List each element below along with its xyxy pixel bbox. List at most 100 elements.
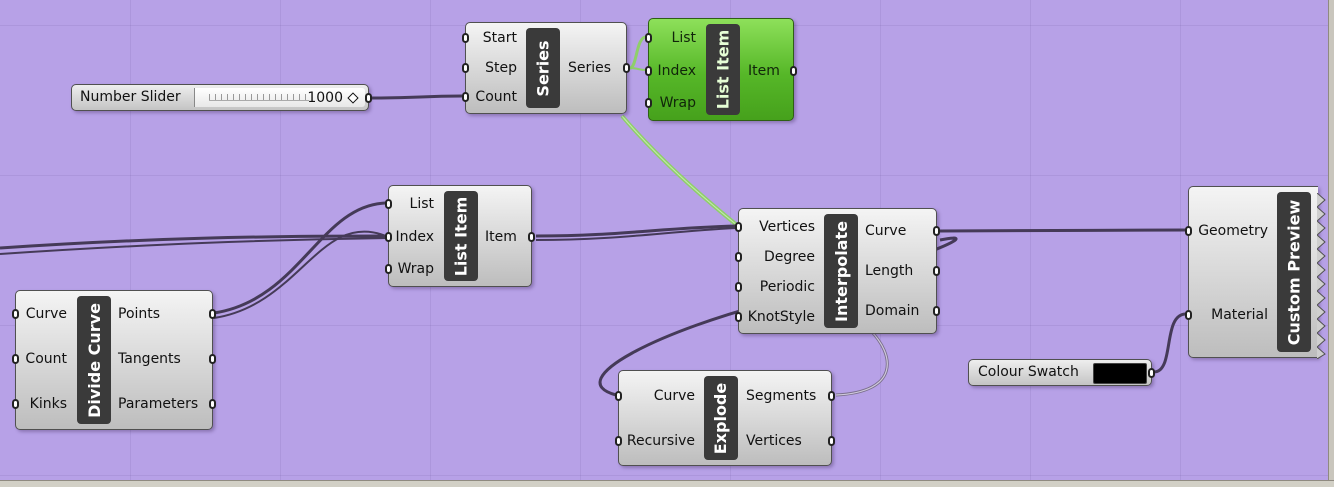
interpolate-component[interactable]: Vertices Degree Periodic KnotStyle Inter… (735, 208, 940, 334)
explode-input-grip-recursive[interactable] (615, 436, 622, 446)
divide-curve-input-kinks: Kinks (29, 396, 67, 412)
list-item-mid-input-list: List (409, 196, 434, 212)
slider-handle-diamond-icon[interactable] (347, 92, 359, 104)
custom-preview-input-geometry: Geometry (1198, 223, 1268, 239)
wire-left-to-listitem-index (0, 234, 387, 250)
list-item-mid-nickname: List Item (444, 191, 478, 281)
divide-curve-component[interactable]: Curve Count Kinks Divide Curve Points Ta… (12, 290, 216, 430)
wire-swatch-to-material (1153, 312, 1187, 374)
series-input-step: Step (485, 60, 517, 76)
wire-slider-to-series (371, 94, 463, 100)
list-item-mid-output-item: Item (485, 229, 517, 245)
canvas-bottom-bar (0, 480, 1334, 487)
list-item-mid-input-index: Index (395, 229, 434, 245)
interpolate-output-grip-curve[interactable] (933, 226, 940, 236)
divide-curve-output-grip-points[interactable] (209, 309, 216, 319)
divide-curve-input-grip-count[interactable] (12, 354, 19, 364)
explode-output-segments: Segments (746, 388, 817, 404)
explode-nickname: Explode (704, 376, 738, 460)
divide-curve-nickname: Divide Curve (77, 296, 111, 424)
custom-preview-input-grip-geometry[interactable] (1185, 226, 1192, 236)
explode-input-recursive: Recursive (626, 433, 695, 449)
wire-series-to-interpolate (620, 114, 740, 228)
series-input-grip-count[interactable] (462, 92, 469, 102)
series-output-grip[interactable] (623, 63, 630, 73)
series-input-grip-start[interactable] (462, 33, 469, 43)
custom-preview-input-grip-material[interactable] (1185, 310, 1192, 320)
list-item-top-input-grip-index[interactable] (645, 66, 652, 76)
divide-curve-input-count: Count (25, 351, 67, 367)
colour-swatch-name: Colour Swatch (978, 364, 1079, 380)
explode-output-grip-vertices[interactable] (828, 436, 835, 446)
number-slider-value: 1000 (307, 90, 343, 106)
canvas-right-edge (1328, 0, 1334, 480)
colour-swatch-color-box[interactable] (1093, 363, 1147, 384)
wire-points-to-listitem (213, 201, 387, 315)
list-item-top-component[interactable]: List Index Wrap List Item Item (645, 18, 797, 121)
divide-curve-output-points: Points (118, 306, 161, 322)
interpolate-input-grip-periodic[interactable] (735, 282, 742, 292)
interpolate-input-knotstyle: KnotStyle (747, 309, 815, 325)
list-item-top-output-grip[interactable] (790, 66, 797, 76)
list-item-top-input-grip-wrap[interactable] (645, 98, 652, 108)
series-input-count: Count (475, 89, 517, 105)
interpolate-nickname: Interpolate (824, 214, 858, 328)
series-component[interactable]: Start Step Count Series Series (462, 22, 630, 114)
divide-curve-input-grip-curve[interactable] (12, 309, 19, 319)
number-slider-ticks (209, 94, 309, 101)
explode-component[interactable]: Curve Recursive Explode Segments Vertice… (615, 370, 835, 466)
divide-curve-output-parameters: Parameters (118, 396, 199, 412)
list-item-top-input-wrap: Wrap (659, 95, 696, 111)
interpolate-input-grip-knotstyle[interactable] (735, 312, 742, 322)
list-item-top-nickname: List Item (706, 24, 740, 115)
number-slider-output-grip[interactable] (365, 93, 372, 103)
list-item-top-input-list: List (671, 30, 696, 46)
series-input-grip-step[interactable] (462, 63, 469, 73)
wire-series-to-listitem-index (629, 67, 647, 71)
interpolate-output-domain: Domain (865, 303, 920, 319)
divide-curve-input-grip-kinks[interactable] (12, 399, 19, 409)
interpolate-input-vertices: Vertices (759, 219, 815, 235)
number-slider[interactable]: Number Slider 1000 (71, 84, 372, 111)
divide-curve-output-tangents: Tangents (118, 351, 181, 367)
interpolate-input-grip-vertices[interactable] (735, 222, 742, 232)
list-item-top-input-index: Index (657, 63, 696, 79)
interpolate-output-grip-length[interactable] (933, 266, 940, 276)
interpolate-input-periodic: Periodic (759, 279, 815, 295)
explode-output-vertices: Vertices (746, 433, 802, 449)
colour-swatch-output-grip[interactable] (1148, 368, 1155, 378)
divide-curve-output-grip-parameters[interactable] (209, 399, 216, 409)
list-item-mid-output-grip[interactable] (528, 232, 535, 242)
number-slider-track[interactable]: 1000 (194, 88, 365, 107)
explode-input-curve: Curve (653, 388, 695, 404)
list-item-mid-input-grip-index[interactable] (385, 232, 392, 242)
interpolate-input-grip-degree[interactable] (735, 252, 742, 262)
interpolate-output-grip-domain[interactable] (933, 306, 940, 316)
custom-preview-component[interactable]: Geometry Material Custom Preview (1185, 186, 1318, 358)
list-item-mid-input-grip-list[interactable] (385, 199, 392, 209)
interpolate-output-curve: Curve (865, 223, 907, 239)
interpolate-output-length: Length (865, 263, 914, 279)
list-item-top-output-item: Item (748, 63, 780, 79)
wire-segments-loop (835, 328, 889, 397)
divide-curve-output-grip-tangents[interactable] (209, 354, 216, 364)
series-output-series: Series (568, 60, 612, 76)
wire-series-to-listitem (629, 35, 647, 70)
series-input-start: Start (482, 30, 517, 46)
wire-curve-to-preview (939, 228, 1187, 233)
list-item-mid-component[interactable]: List Index Wrap List Item Item (385, 185, 535, 287)
series-nickname: Series (526, 28, 560, 108)
list-item-top-input-grip-list[interactable] (645, 33, 652, 43)
divide-curve-input-curve: Curve (25, 306, 67, 322)
number-slider-name: Number Slider (80, 89, 181, 105)
list-item-mid-input-wrap: Wrap (397, 261, 434, 277)
explode-output-grip-segments[interactable] (828, 391, 835, 401)
wire-listitem-to-interpolate (535, 224, 737, 238)
list-item-mid-input-grip-wrap[interactable] (385, 264, 392, 274)
interpolate-input-degree: Degree (764, 249, 815, 265)
colour-swatch[interactable]: Colour Swatch (968, 359, 1155, 386)
custom-preview-input-material: Material (1211, 307, 1268, 323)
explode-input-grip-curve[interactable] (615, 391, 622, 401)
custom-preview-zigzag-edge (1317, 193, 1326, 359)
